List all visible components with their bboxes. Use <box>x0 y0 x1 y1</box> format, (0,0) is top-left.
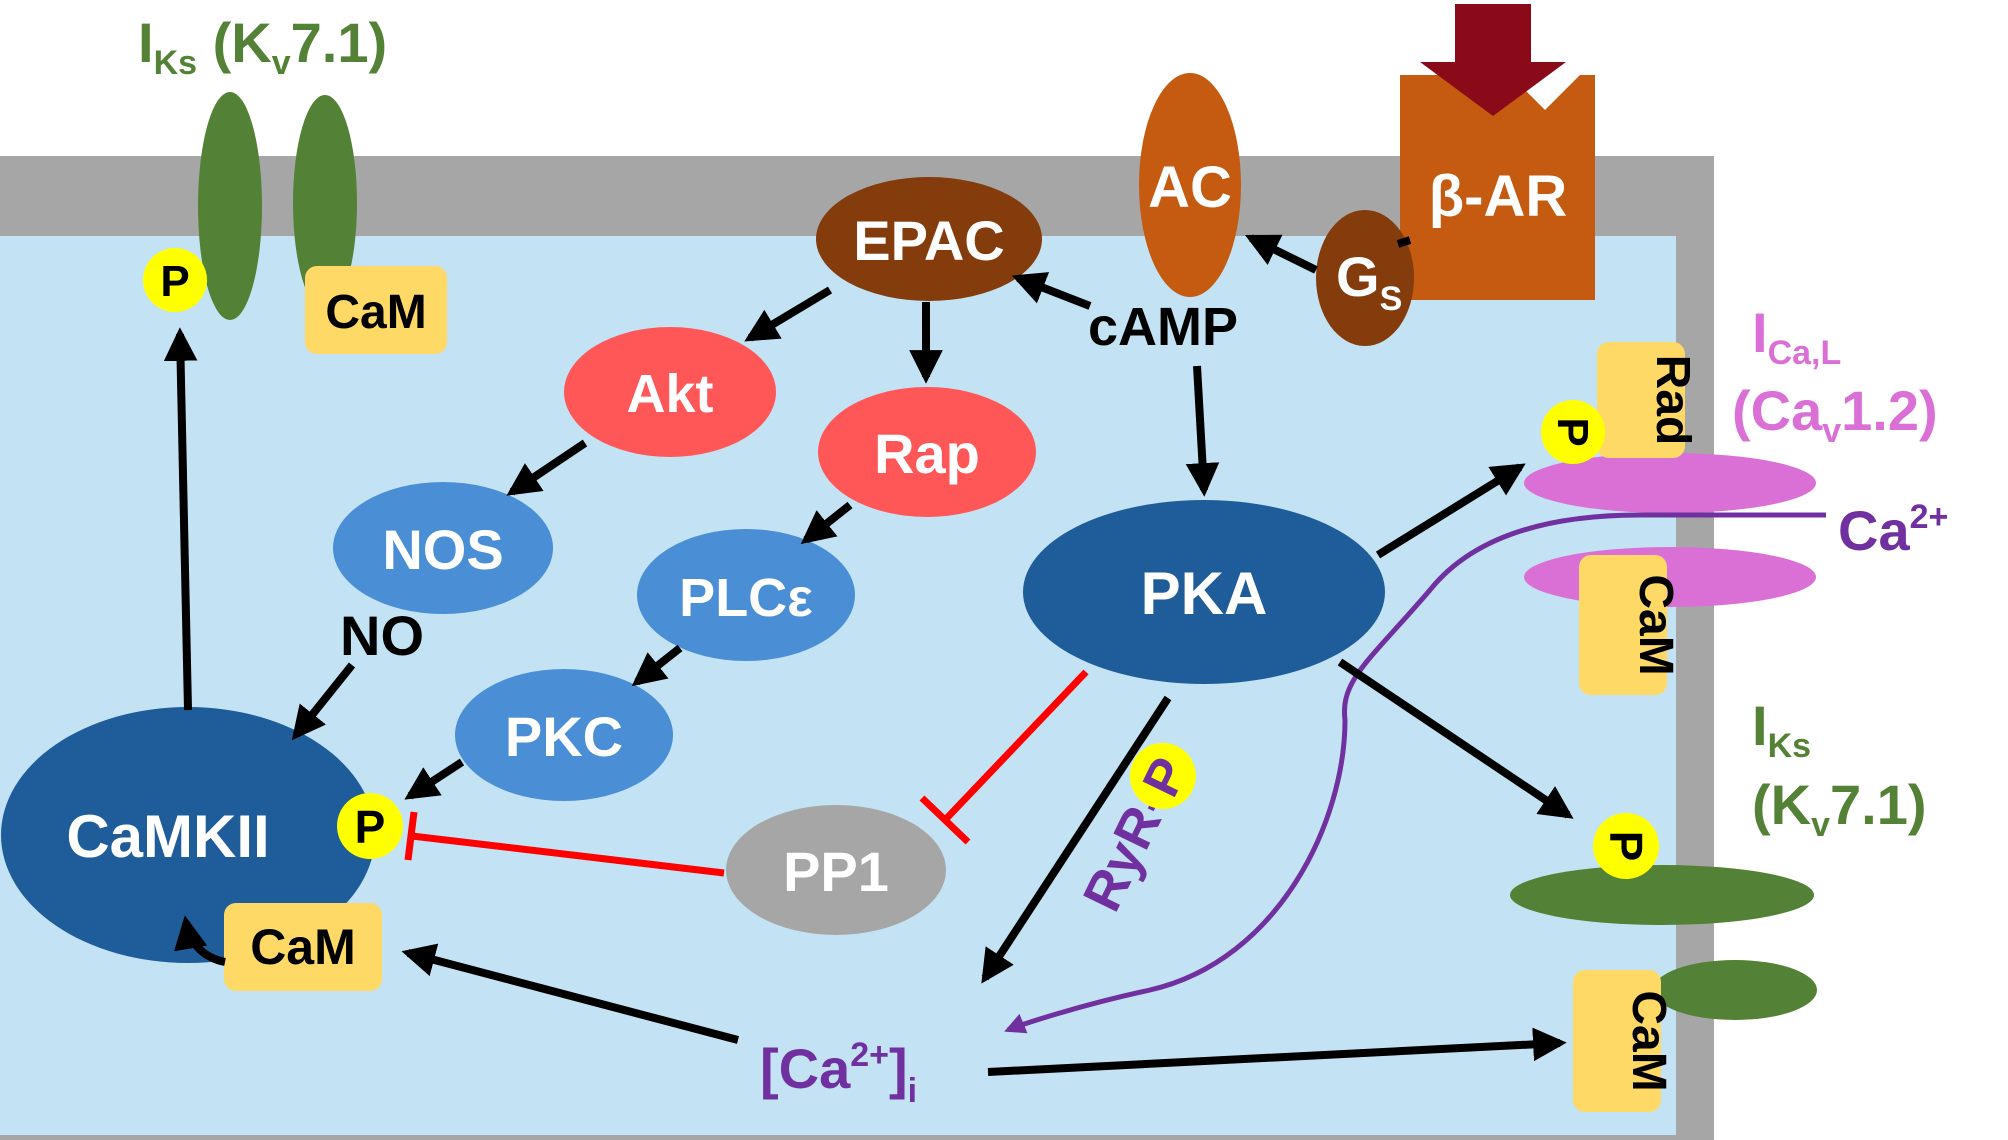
arrow-camp-pka <box>1185 365 1220 497</box>
svg-text:P: P <box>160 257 189 306</box>
iks-subunit-right <box>293 95 357 311</box>
arrow-cai-iks-cam <box>987 1027 1567 1076</box>
iks-right-subunit-lower <box>1653 960 1817 1020</box>
arrow-epac-akt <box>744 286 833 342</box>
svg-text:CaM: CaM <box>325 286 426 339</box>
adenylyl-cyclase <box>1139 73 1241 297</box>
pkc-label: PKC <box>505 705 623 768</box>
inhibition-arrows <box>404 669 1089 877</box>
iks-top-cam: CaM <box>305 266 447 354</box>
camkii-node <box>1 707 375 963</box>
nos-label: NOS <box>382 518 503 581</box>
ca-influx-path <box>1004 512 1826 1034</box>
cytosol <box>0 236 1676 1135</box>
cav12-subunit-upper <box>1524 453 1816 513</box>
akt-label: Akt <box>626 364 713 424</box>
plce-label: PLCε <box>679 568 813 628</box>
iks-right-label-2: (Kv7.1) <box>1752 773 1927 844</box>
arrow-cai-cam <box>401 943 740 1044</box>
arrow-plce-pkc <box>631 644 683 687</box>
camkii-label: CaMKII <box>66 803 269 870</box>
arrow-pka-rad <box>1375 463 1526 559</box>
agonist-arrow <box>1420 4 1566 116</box>
svg-text:P: P <box>1600 831 1652 862</box>
iks-right-phospho: P <box>1593 813 1659 879</box>
cai-label: [Ca2+]i <box>760 1036 917 1110</box>
akt-node <box>564 327 776 457</box>
inhibit-pka-pp1 <box>942 669 1089 823</box>
svg-text:Rad: Rad <box>1646 355 1699 446</box>
arrow-rap-plce <box>800 501 853 545</box>
camkii-phospho: P <box>337 793 403 859</box>
pp1-label: PP1 <box>783 840 889 903</box>
arrow-camp-epac <box>1011 272 1092 310</box>
iks-right-label-1: IKs <box>1752 694 1811 765</box>
svg-text:CaM: CaM <box>1629 574 1682 675</box>
arrow-pkc-camkii-p <box>404 758 465 800</box>
pp1-node <box>726 805 946 935</box>
pkc-node <box>455 669 673 801</box>
arrow-pka-iks <box>1337 658 1574 819</box>
svg-text:CaM: CaM <box>1622 990 1675 1091</box>
iks-top-label: IKs (Kv7.1) <box>138 11 387 82</box>
no-label: NO <box>340 604 424 667</box>
plce-node <box>637 529 855 661</box>
ical-label: ICa,L <box>1752 301 1841 372</box>
arrow-gs-ac <box>1244 234 1318 274</box>
cav12-label: (Cav1.2) <box>1732 379 1938 450</box>
cav12-cam: CaM <box>1579 555 1682 695</box>
nos-node <box>333 482 553 614</box>
rap-node <box>818 387 1036 517</box>
pka-node <box>1023 500 1385 684</box>
beta-ar-label: β-AR <box>1429 164 1568 229</box>
pka-label: PKA <box>1141 560 1268 627</box>
arrow-no-camkii <box>291 662 356 741</box>
arrow-betaar-gs <box>1396 236 1412 248</box>
svg-text:P: P <box>1548 417 1597 446</box>
camkii-cam: CaM <box>224 903 382 991</box>
epac-label: EPAC <box>853 209 1004 272</box>
iks-subunit-left <box>198 92 262 320</box>
arrow-pka-cai <box>981 695 1172 984</box>
arrow-cam-camkii <box>174 915 226 966</box>
iks-right-cam: CaM <box>1573 970 1675 1112</box>
activation-arrows <box>163 234 1574 1076</box>
rad-phospho: P <box>1541 400 1605 464</box>
ca2-label: Ca2+ <box>1838 498 1948 562</box>
arrow-camkii-iks <box>163 327 198 711</box>
camp-label: cAMP <box>1088 297 1238 357</box>
epac-node <box>816 177 1042 301</box>
gs-label: GS <box>1336 245 1402 318</box>
beta-ar-receptor <box>1400 75 1595 300</box>
rap-label: Rap <box>874 422 980 485</box>
iks-right-subunit-upper <box>1510 865 1814 925</box>
iks-top-phospho: P <box>143 248 207 312</box>
svg-text:CaM: CaM <box>250 919 356 975</box>
ac-label: AC <box>1148 155 1232 220</box>
arrow-akt-nos <box>506 439 588 496</box>
svg-text:P: P <box>355 801 386 853</box>
inhibit-pp1-camkii <box>411 832 725 877</box>
rad-box: Rad <box>1597 342 1699 458</box>
gs-protein <box>1316 210 1414 346</box>
